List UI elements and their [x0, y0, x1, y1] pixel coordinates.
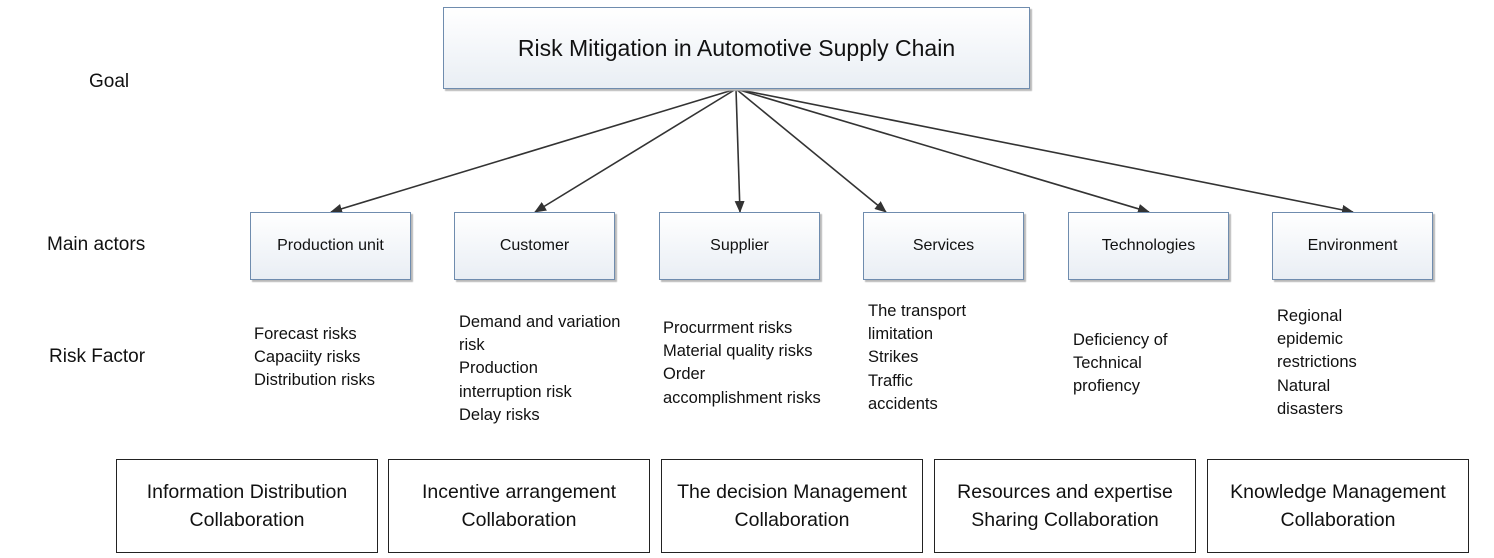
risk-item: Demand and variation: [459, 313, 621, 331]
risk-item: profiency: [1073, 377, 1140, 396]
actor-box-production-unit: Production unit: [250, 212, 411, 280]
risk-item: Strikes: [868, 348, 919, 367]
actor-label: Supplier: [710, 237, 769, 254]
risk-item: Delay risks: [459, 405, 540, 424]
collab-line-1: Resources and expertise: [957, 481, 1173, 503]
risk-list-technologies: Deficiency of Technical profiency: [1073, 329, 1167, 399]
arrow-to-services: [735, 88, 887, 213]
risk-item: interruption risk: [459, 382, 572, 401]
collab-box-resources-expertise: Resources and expertise Sharing Collabor…: [934, 459, 1196, 553]
collab-line-1: Incentive arrangement: [421, 481, 617, 503]
risk-list-production-unit: Forecast risks Capaciity risks Distribut…: [254, 323, 375, 393]
risk-item: Technical: [1073, 354, 1142, 373]
arrow-to-customer: [534, 88, 737, 213]
arrow-to-supplier: [734, 88, 745, 213]
risk-item: Order: [663, 365, 706, 384]
risk-item: epidemic: [1277, 330, 1344, 349]
arrow-to-production-unit: [330, 88, 737, 214]
risk-item: accomplishment risks: [663, 388, 821, 407]
risk-item: Material quality risks: [663, 342, 813, 361]
collab-line-2: Collaboration: [734, 509, 850, 531]
risk-item: Capaciity risks: [254, 348, 361, 367]
risk-item: Regional: [1277, 307, 1343, 325]
risk-list-customer: Demand and variation risk Production int…: [459, 311, 620, 427]
risk-item: disasters: [1277, 399, 1344, 418]
arrow-to-environment: [735, 88, 1354, 215]
risk-item: The transport: [868, 302, 967, 320]
risk-item: risk: [459, 336, 485, 355]
actor-label: Technologies: [1101, 237, 1196, 254]
risk-list-supplier: Procurrment risks Material quality risks…: [663, 317, 821, 410]
collab-line-2: Sharing Collaboration: [971, 509, 1159, 531]
goal-box: Risk Mitigation in Automotive Supply Cha…: [443, 7, 1030, 89]
collab-line-1: The decision Management: [677, 481, 907, 503]
risk-item: Procurrment risks: [663, 319, 793, 337]
collab-line-1: Knowledge Management: [1230, 481, 1446, 503]
collab-box-incentive-arrangement: Incentive arrangement Collaboration: [388, 459, 650, 553]
collab-box-knowledge-management: Knowledge Management Collaboration: [1207, 459, 1469, 553]
risk-list-services: The transport limitation Strikes Traffic…: [868, 300, 966, 416]
risk-item: Production: [459, 359, 538, 378]
actor-box-services: Services: [863, 212, 1024, 280]
collab-box-information-distribution: Information Distribution Collaboration: [116, 459, 378, 553]
actor-box-supplier: Supplier: [659, 212, 820, 280]
risk-item: Forecast risks: [254, 325, 357, 343]
risk-item: Traffic: [868, 371, 913, 390]
risk-list-environment: Regional epidemic restrictions Natural d…: [1277, 305, 1357, 421]
actor-label: Production unit: [277, 237, 384, 254]
actor-box-customer: Customer: [454, 212, 615, 280]
arrow-to-technologies: [735, 88, 1150, 214]
collab-line-2: Collaboration: [1280, 509, 1396, 531]
risk-item: Natural: [1277, 376, 1331, 395]
goal-title: Risk Mitigation in Automotive Supply Cha…: [517, 34, 956, 61]
collab-line-2: Collaboration: [189, 509, 305, 531]
risk-item: accidents: [868, 394, 938, 413]
risk-item: Distribution risks: [254, 371, 376, 390]
risk-item: limitation: [868, 325, 934, 344]
actor-label: Environment: [1307, 237, 1398, 254]
actor-box-technologies: Technologies: [1068, 212, 1229, 280]
collab-line-2: Collaboration: [461, 509, 577, 531]
actor-box-environment: Environment: [1272, 212, 1433, 280]
collab-box-decision-management: The decision Management Collaboration: [661, 459, 923, 553]
risk-factor-row-label: Risk Factor: [49, 346, 146, 367]
actor-label: Customer: [499, 237, 570, 254]
risk-item: Deficiency of: [1073, 331, 1168, 349]
risk-item: restrictions: [1277, 353, 1357, 372]
main-actors-row-label: Main actors: [47, 234, 146, 255]
goal-row-label: Goal: [89, 71, 130, 92]
collab-line-1: Information Distribution: [146, 481, 348, 503]
actor-label: Services: [912, 237, 975, 254]
